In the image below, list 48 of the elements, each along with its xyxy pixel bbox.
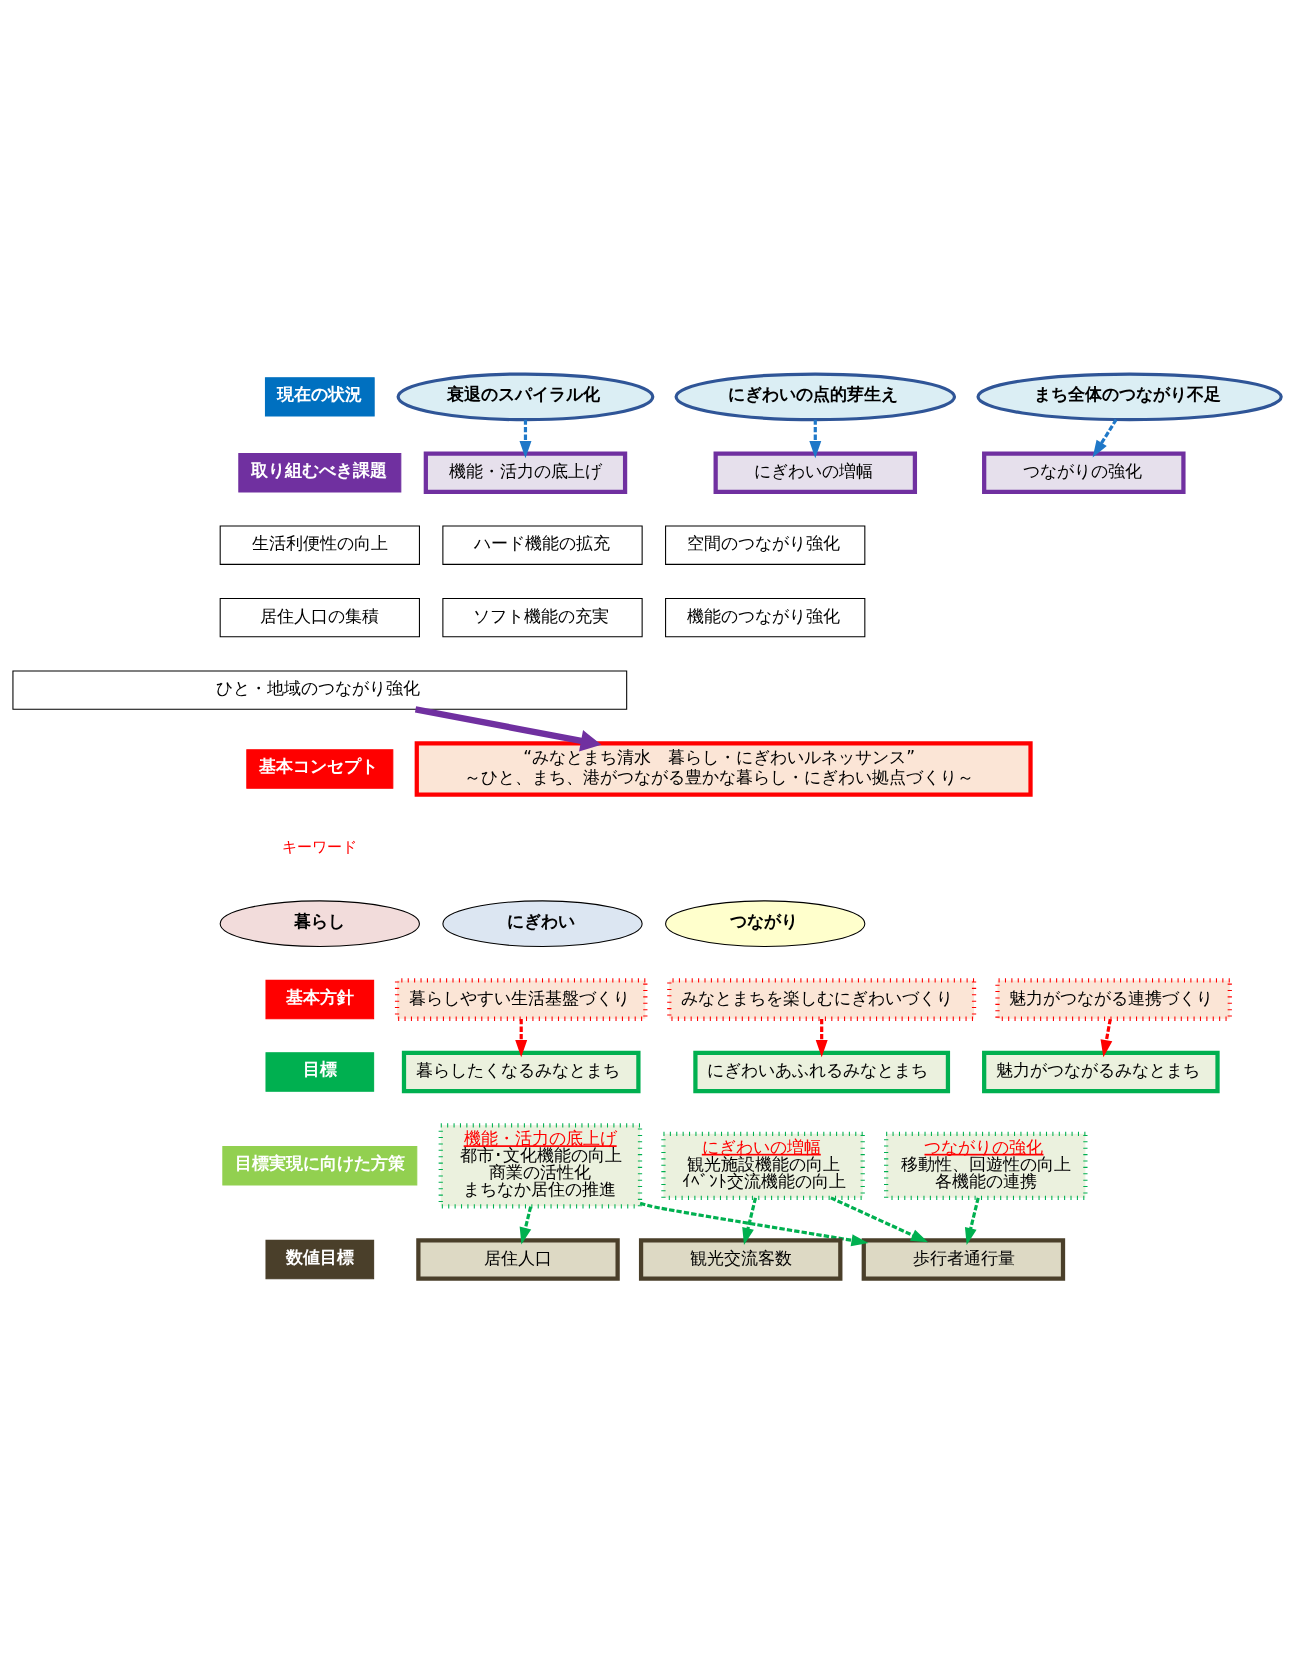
arrow	[964, 1197, 980, 1246]
node-box: “みなとまち清水 暮らし・にぎわいルネッサンス” ～ひと、まち、港がつながる豊かな暮らし・にぎわい拠点づくり～	[414, 741, 1033, 797]
node-box: ひと・地域のつながり強化	[12, 670, 628, 710]
node-ellipse: にぎわい	[442, 900, 643, 948]
node-box: みなとまちを楽しむにぎわいづくり	[667, 978, 977, 1021]
arrow	[830, 1196, 929, 1243]
arrow	[519, 1206, 533, 1245]
node-box: 基本方針	[265, 979, 375, 1020]
node-box: 空間のつながり強化	[665, 525, 866, 565]
node-box: 居住人口	[416, 1238, 620, 1281]
arrow	[519, 419, 532, 459]
arrow	[1100, 1018, 1113, 1058]
node-box: にぎわいの増幅 観光施設機能の向上 ｲﾍﾞﾝﾄ交流機能の向上	[661, 1131, 865, 1200]
node-box: つながりの強化	[982, 451, 1186, 495]
node-box: つながりの強化 移動性、回遊性の向上 各機能の連携	[884, 1131, 1088, 1200]
node-ellipse: 暮らし	[219, 900, 420, 948]
node-box: 暮らしたくなるみなとまち	[401, 1050, 641, 1094]
node-box: 目標	[265, 1052, 375, 1092]
arrow	[515, 1019, 528, 1058]
node-box: にぎわいの増幅	[713, 451, 918, 495]
node-box: 基本コンセプト	[246, 749, 394, 789]
node-box: にぎわいあふれるみなとまち	[693, 1050, 951, 1094]
node-box: 目標実現に向けた方策	[222, 1146, 418, 1186]
node-ellipse: 衰退のスパイラル化	[396, 372, 655, 422]
node-box: 居住人口の集積	[219, 597, 420, 638]
node-box: 観光交流客数	[638, 1238, 843, 1281]
node-box: 機能・活力の底上げ 都市･文化機能の向上 商業の活性化 まちなか居住の推進	[438, 1123, 643, 1209]
node-box: 機能・活力の底上げ	[423, 451, 628, 495]
node-ellipse: まち全体のつながり不足	[976, 372, 1283, 422]
node-box: 機能のつながり強化	[665, 597, 866, 638]
arrow	[815, 1019, 828, 1058]
node-box: 取り組むべき課題	[238, 453, 402, 493]
label: キーワード	[282, 837, 358, 856]
node-box: 生活利便性の向上	[219, 525, 420, 565]
node-box: ハード機能の拡充	[442, 525, 643, 565]
node-box: 現在の状況	[264, 377, 375, 417]
node-box: ソフト機能の充実	[442, 597, 643, 638]
node-ellipse: にぎわいの点的芽生え	[674, 372, 957, 422]
node-ellipse: つながり	[665, 900, 866, 948]
arrow	[639, 1201, 869, 1247]
arrow	[809, 419, 822, 459]
node-box: 数値目標	[265, 1239, 375, 1280]
arrow	[742, 1197, 758, 1246]
node-box: 暮らしやすい生活基盤づくり	[394, 978, 648, 1021]
arrow	[1092, 418, 1118, 458]
node-box: 歩行者通行量	[861, 1238, 1066, 1281]
node-box: 魅力がつながる連携づくり	[995, 978, 1232, 1021]
node-box: 魅力がつながるみなとまち	[982, 1050, 1220, 1094]
